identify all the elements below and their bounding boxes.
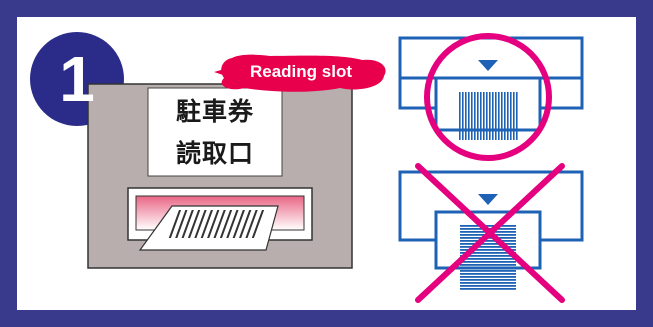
- machine-label-line1: 駐車券: [175, 97, 254, 126]
- reading-slot-callout: [214, 54, 386, 92]
- machine-label-card: [147, 87, 283, 177]
- step-number: 1: [59, 43, 95, 115]
- reading-slot-label: Reading slot: [249, 62, 352, 81]
- ticket-slot: [127, 187, 313, 251]
- check-circle-mark: [424, 33, 552, 161]
- machine-label-line2: 読取口: [175, 139, 254, 168]
- cross-mark: [415, 163, 565, 303]
